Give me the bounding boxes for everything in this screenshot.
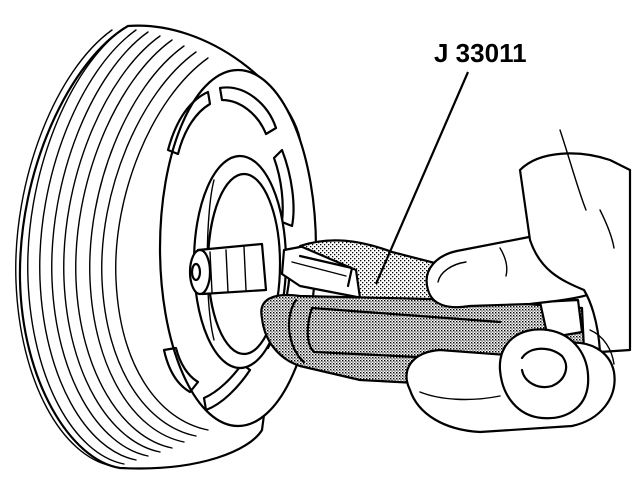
pulley — [15, 24, 318, 470]
technician-hand — [405, 129, 632, 434]
tool-label: J 33011 — [434, 38, 527, 68]
callout-leader-line — [374, 71, 470, 285]
hand-thumb — [498, 328, 590, 420]
tool-callout: J 33011 — [374, 38, 527, 285]
pulley-grooves — [15, 27, 209, 467]
hand-back — [518, 152, 632, 354]
compressor-shaft — [188, 242, 268, 296]
